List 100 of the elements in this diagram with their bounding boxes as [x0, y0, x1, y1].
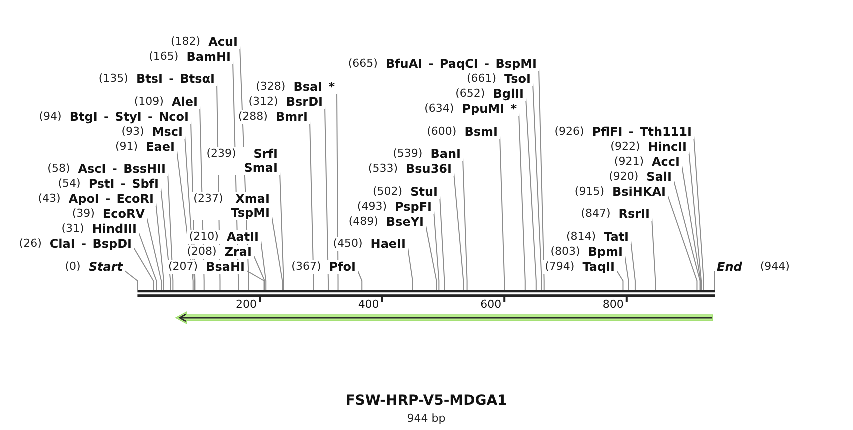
leader-line	[674, 180, 701, 290]
enzyme-name: StuI	[410, 185, 438, 199]
site-position: (237)	[194, 192, 224, 206]
enzyme-name: BsiHKAI	[612, 185, 666, 199]
site-position: (0)	[65, 260, 81, 274]
leader-line	[426, 226, 438, 290]
enzyme-name: BseYI	[386, 215, 424, 229]
site-position: (634)	[424, 102, 454, 116]
enzyme-name: AleI	[172, 95, 198, 109]
enzyme-name: ApoI - EcoRI	[68, 192, 154, 206]
site-position: (210)	[189, 230, 219, 244]
tick-label: 200	[236, 298, 257, 311]
site-position: (920)	[609, 170, 639, 184]
site-position: (58)	[48, 162, 70, 176]
site-position: (600)	[427, 125, 457, 139]
site-position: (26)	[19, 237, 42, 251]
site-position: (652)	[456, 87, 486, 101]
enzyme-name: AscI - BssHII	[78, 162, 166, 176]
enzyme-name: BtsI - BtsαI	[136, 72, 215, 86]
leader-line	[254, 256, 266, 290]
enzyme-name: PpuMI *	[462, 102, 517, 116]
site-position: (489)	[348, 215, 378, 229]
leader-line	[358, 270, 363, 290]
enzyme-name: PstI - SbfI	[88, 177, 159, 191]
leader-line	[124, 270, 138, 290]
sequence-end-label: End	[717, 260, 742, 274]
site-position: (926)	[554, 125, 584, 139]
site-position: (31)	[62, 222, 84, 236]
enzyme-name: PspFI	[395, 200, 432, 214]
enzyme-name: BsmI	[464, 125, 498, 139]
site-position: (794)	[545, 260, 575, 274]
enzyme-name: MscI	[152, 125, 183, 139]
enzyme-name: SrfI	[254, 147, 278, 161]
enzyme-name: HaeII	[370, 237, 406, 251]
site-position: (921)	[614, 155, 644, 169]
enzyme-name: BpmI	[588, 245, 623, 259]
enzyme-name: TspMI	[231, 206, 270, 220]
site-position: (665)	[348, 57, 378, 71]
sequence-end-label: Start	[88, 260, 123, 274]
site-position: (91)	[116, 140, 138, 154]
site-position: (39)	[72, 207, 95, 221]
site-position: (182)	[170, 35, 201, 49]
site-position: (922)	[610, 140, 640, 154]
enzyme-name: TaqII	[582, 260, 615, 274]
site-position: (450)	[333, 237, 363, 251]
site-position: (367)	[292, 260, 322, 274]
site-position: (207)	[168, 260, 198, 274]
site-position: (493)	[357, 200, 388, 214]
site-position: (43)	[38, 192, 61, 206]
enzyme-name: BfuAI - PaqCI - BspMI	[386, 57, 537, 71]
enzyme-name: HincII	[648, 140, 687, 154]
site-position: (915)	[574, 185, 604, 199]
leader-line	[138, 232, 158, 290]
enzyme-name: EaeI	[146, 140, 175, 154]
diagram-title: FSW-HRP-V5-MDGA1	[346, 393, 508, 409]
enzyme-name: AccI	[652, 155, 680, 169]
tick-label: 400	[358, 298, 380, 311]
site-position: (328)	[256, 80, 286, 94]
enzyme-name: XmaI	[236, 192, 270, 206]
site-position: (533)	[368, 162, 398, 176]
enzyme-name: TatI	[604, 230, 629, 244]
enzyme-name: BsrDI	[286, 95, 323, 109]
site-position: (239)	[206, 147, 236, 161]
site-position: (312)	[248, 95, 278, 109]
enzyme-name: BmrI	[276, 110, 308, 124]
enzyme-name: BtgI - StyI - NcoI	[70, 110, 189, 124]
enzyme-name: SalI	[646, 170, 672, 184]
site-position: (54)	[58, 177, 81, 191]
site-position: (93)	[122, 125, 144, 139]
enzyme-name: BamHI	[186, 50, 231, 64]
enzyme-name: RsrII	[618, 207, 650, 221]
enzyme-name: BsaHI	[206, 260, 245, 274]
site-position: (208)	[187, 245, 217, 259]
sequence-length: 944 bp	[407, 412, 446, 425]
leader-line	[146, 218, 162, 290]
site-position: (165)	[149, 50, 179, 64]
enzyme-name: SmaI	[244, 161, 278, 175]
enzyme-name: BsaI *	[294, 80, 335, 94]
tick-label: 800	[602, 298, 624, 311]
enzyme-name: BglII	[493, 87, 524, 101]
leader-line	[668, 196, 698, 290]
enzyme-name: PflFI - Tth111I	[592, 125, 692, 139]
site-position: (803)	[550, 245, 580, 259]
enzyme-name: AcuI	[208, 35, 238, 49]
enzyme-name: ClaI - BspDI	[50, 237, 132, 251]
site-position: (288)	[238, 110, 268, 124]
enzyme-name: EcoRV	[102, 207, 145, 221]
enzyme-name: HindIII	[92, 222, 137, 236]
enzyme-name: TsoI	[504, 72, 531, 86]
site-position: (661)	[466, 72, 497, 86]
tick-label: 600	[480, 298, 502, 311]
site-position: (135)	[98, 72, 128, 86]
enzyme-name: Bsu36I	[406, 162, 452, 176]
enzyme-name: AatII	[226, 230, 259, 244]
leader-line	[616, 270, 624, 290]
site-position: (814)	[566, 230, 596, 244]
site-position: (944)	[760, 260, 790, 274]
enzyme-name: PfoI	[329, 260, 356, 274]
site-position: (539)	[393, 147, 423, 161]
enzyme-name: BanI	[430, 147, 461, 161]
